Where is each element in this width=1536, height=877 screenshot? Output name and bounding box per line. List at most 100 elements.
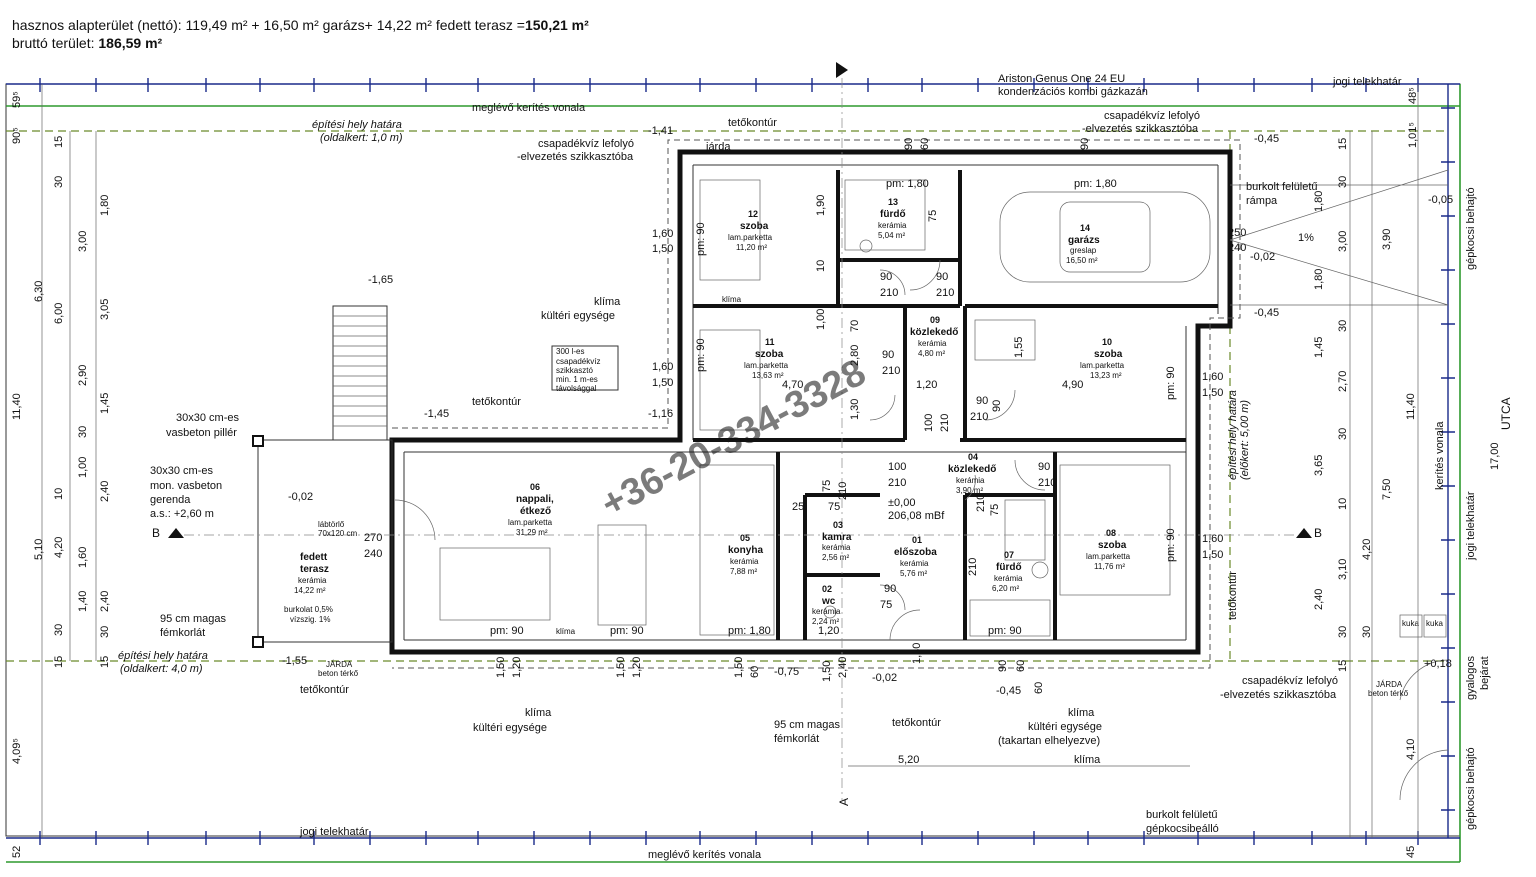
dim-text: 10 bbox=[1337, 498, 1349, 510]
svg-text:13,63 m²: 13,63 m² bbox=[752, 371, 784, 380]
section-arrow-b-right bbox=[1296, 528, 1312, 538]
dim-text: 210 bbox=[882, 365, 900, 377]
ramp-lines bbox=[1229, 169, 1449, 306]
dim-text: 1,20 bbox=[916, 379, 937, 391]
dim-text: 210 bbox=[837, 482, 849, 500]
svg-text:fürdő: fürdő bbox=[880, 209, 906, 220]
svg-text:13: 13 bbox=[888, 197, 898, 207]
dim-text: 90⁵ bbox=[11, 127, 23, 144]
bins-label-1: kuka bbox=[1402, 619, 1419, 628]
door-swings bbox=[394, 259, 1046, 641]
dim-text: 1,20 bbox=[511, 657, 523, 678]
dim-text: 4,20 bbox=[53, 537, 65, 558]
svg-text:közlekedő: közlekedő bbox=[948, 464, 996, 475]
ramp-label-2: rámpa bbox=[1246, 195, 1278, 207]
svg-text:előszoba: előszoba bbox=[894, 547, 937, 558]
dim-text: 210 bbox=[967, 558, 979, 576]
pillar-label-1: 30x30 cm-es bbox=[176, 412, 239, 424]
svg-text:5,04 m²: 5,04 m² bbox=[878, 231, 905, 240]
dim-text: 75 bbox=[989, 504, 1001, 516]
ramp-label-1: burkolt felületű bbox=[1246, 181, 1318, 193]
svg-text:14: 14 bbox=[1080, 223, 1090, 233]
rail-mid-label-2: fémkorlát bbox=[774, 733, 819, 745]
dim-text: 90 bbox=[991, 400, 1003, 412]
build-limit-right-label: építési hely határa bbox=[1227, 390, 1239, 480]
doormat-label-1: lábtörlő bbox=[318, 520, 345, 529]
dim-text: 1,60 bbox=[652, 228, 673, 240]
terrace-paving-2: vízszig. 1% bbox=[290, 615, 330, 624]
dim-text: 11,40 bbox=[1405, 393, 1417, 420]
level-marker: -0,45 bbox=[996, 685, 1021, 697]
boundary-ticks bbox=[39, 78, 1455, 845]
dim-text: 90 bbox=[884, 583, 896, 595]
build-limit-top-sublabel: (oldalkert: 1,0 m) bbox=[320, 132, 403, 144]
dim-text: 30 bbox=[1337, 320, 1349, 332]
sidewalk-top-label: járda bbox=[705, 141, 731, 153]
dim-text: 10 bbox=[53, 488, 65, 500]
car-entry-bottom-label: gépkocsi behajtó bbox=[1465, 747, 1477, 830]
dim-text: 2,40 bbox=[99, 591, 111, 612]
net-area-line: hasznos alapterület (nettó): 119,49 m² +… bbox=[12, 17, 589, 33]
dim-text: 1,50 bbox=[615, 657, 627, 678]
svg-text:7,88 m²: 7,88 m² bbox=[730, 567, 757, 576]
dim-text: pm: 90 bbox=[695, 222, 707, 256]
dimension-chain-right: 48⁵ 1,01⁵ 15 30 1,80 3,00 1,80 30 1,45 2… bbox=[1313, 84, 1501, 858]
walk-left-label-1: JÁRDA bbox=[326, 660, 353, 669]
rail-left-label-1: 95 cm magas bbox=[160, 613, 227, 625]
svg-text:lam.parketta: lam.parketta bbox=[744, 361, 789, 370]
dim-text: 90 bbox=[903, 138, 915, 150]
svg-text:kerámia: kerámia bbox=[298, 576, 327, 585]
level-marker: -1,16 bbox=[648, 408, 673, 420]
build-limit-bottom-sublabel: (oldalkert: 4,0 m) bbox=[120, 663, 203, 675]
svg-text:kerámia: kerámia bbox=[730, 557, 759, 566]
dim-text: 210 bbox=[939, 414, 951, 432]
roof-outline-top-label: tetőkontúr bbox=[728, 117, 777, 129]
dim-text: 1,80 bbox=[1313, 191, 1325, 212]
ac-top-label-1: klíma bbox=[594, 296, 621, 308]
dim-text: 48⁵ bbox=[1407, 87, 1419, 104]
section-b-left: B bbox=[152, 526, 160, 540]
level-marker: -0,05 bbox=[1428, 194, 1453, 206]
dim-text: 75 bbox=[821, 480, 833, 492]
dim-text: 30 bbox=[1337, 428, 1349, 440]
dim-text: 1,50 bbox=[1202, 549, 1223, 561]
dim-text: 90 bbox=[1038, 461, 1050, 473]
svg-text:fedett: fedett bbox=[300, 552, 328, 563]
level-marker: -1,41 bbox=[648, 125, 673, 137]
dim-text: 15 bbox=[53, 136, 65, 148]
boiler-label-2: kondenzációs kombi gázkazán bbox=[998, 86, 1148, 98]
roof-outline-bottom-mid-label: tetőkontúr bbox=[892, 717, 941, 729]
svg-text:lam.parketta: lam.parketta bbox=[1080, 361, 1125, 370]
dim-text: pm: 90 bbox=[610, 625, 644, 637]
dim-text: 60 bbox=[1033, 682, 1045, 694]
dim-text: 30 bbox=[1337, 176, 1349, 188]
dim-text: 210 bbox=[888, 477, 906, 489]
dim-text: 1,50 bbox=[821, 661, 833, 682]
level-marker: -1,45 bbox=[424, 408, 449, 420]
parking-label-2: gépkocsibeálló bbox=[1146, 823, 1219, 835]
svg-text:14,22 m²: 14,22 m² bbox=[294, 586, 326, 595]
pillar-bottom bbox=[252, 636, 264, 648]
level-marker: +0,18 bbox=[1424, 658, 1452, 670]
car-entry-top-label: gépkocsi behajtó bbox=[1465, 187, 1477, 270]
svg-text:08: 08 bbox=[1106, 528, 1116, 538]
dim-text: 30 bbox=[99, 626, 111, 638]
svg-text:01: 01 bbox=[912, 535, 922, 545]
svg-text:16,50 m²: 16,50 m² bbox=[1066, 256, 1098, 265]
seepage-label-5: távolsággal bbox=[556, 384, 597, 393]
rail-mid-label-1: 95 cm magas bbox=[774, 719, 841, 731]
dim-text: 1,00 bbox=[815, 309, 827, 330]
build-limit-right-sublabel: (előkert: 5,00 m) bbox=[1239, 400, 1251, 480]
dim-text: 210 bbox=[975, 494, 987, 512]
ped-entry-label-2: bejárat bbox=[1479, 656, 1491, 690]
car-icon bbox=[999, 191, 1211, 283]
dim-text: 1,40 bbox=[77, 591, 89, 612]
section-b-right: B bbox=[1314, 526, 1322, 540]
dim-text: 3,00 bbox=[1337, 231, 1349, 252]
svg-text:kerámia: kerámia bbox=[994, 574, 1023, 583]
dim-text: 1,80 bbox=[1313, 269, 1325, 290]
